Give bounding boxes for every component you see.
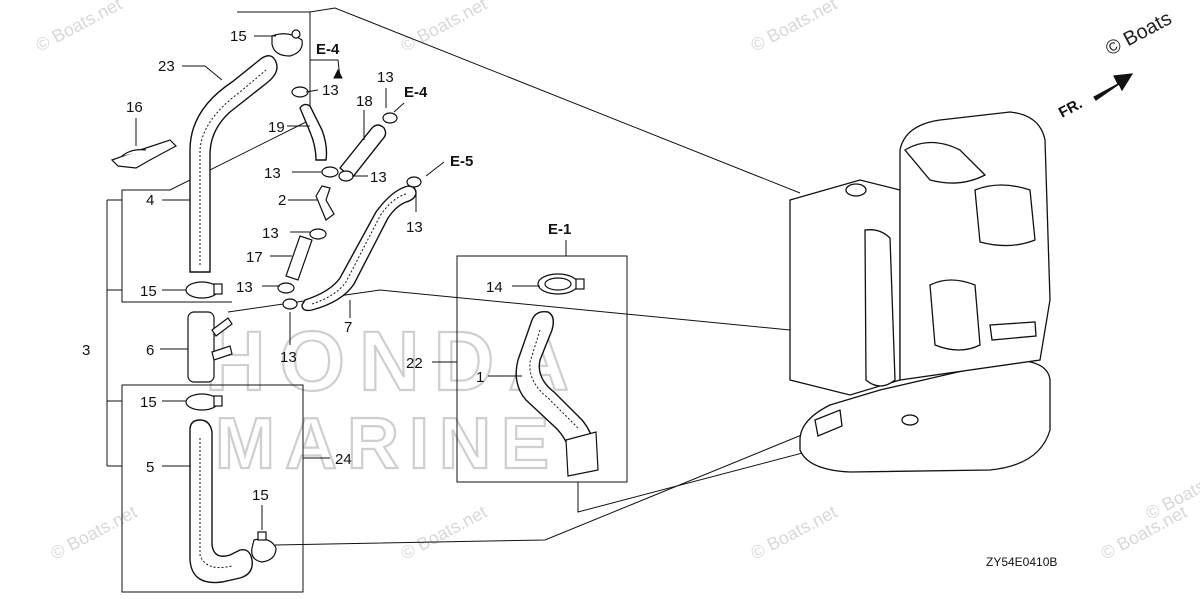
direction-label: FR.	[1056, 95, 1085, 121]
leader-lines	[135, 35, 567, 530]
watermark: © Boats.net	[747, 502, 840, 564]
engine-connector-lines	[227, 7, 891, 546]
watermark: © Boats.net	[1097, 502, 1190, 564]
label-15-top: 15	[230, 28, 247, 45]
label-15-mid: 15	[140, 283, 157, 300]
hose-24	[189, 419, 253, 584]
label-18: 18	[356, 93, 373, 110]
label-6: 6	[146, 342, 154, 359]
clamp-15-top	[271, 29, 303, 57]
ref-e5: E-5	[450, 153, 473, 170]
label-4: 4	[146, 192, 154, 209]
ref-e4-top: E-4	[316, 41, 340, 58]
part-labels: 23 15 16 4 15 3 6 15 5 24 15 19 18 13 13…	[82, 28, 503, 504]
watermark: © Boats.net	[47, 502, 140, 564]
drawing-code: ZY54E0410B	[986, 555, 1057, 569]
label-5: 5	[146, 459, 154, 476]
reference-labels: E-4 E-4 E-5 E-1	[316, 41, 571, 238]
label-13-g: 13	[236, 279, 253, 296]
front-direction-indicator: FR.	[1056, 73, 1134, 122]
brand-watermark-line1: HONDA	[205, 314, 583, 408]
label-16: 16	[126, 99, 143, 116]
label-13-c: 13	[264, 165, 281, 182]
label-22: 22	[406, 355, 423, 372]
hose-7	[301, 185, 417, 312]
clamps-13	[277, 86, 422, 310]
label-13-h: 13	[280, 349, 297, 366]
label-3: 3	[82, 342, 90, 359]
front-arrow-icon	[1093, 73, 1134, 101]
hose-19	[299, 103, 328, 161]
label-13-e: 13	[262, 225, 279, 242]
watermark: © Boats.net	[32, 0, 125, 56]
joint-2	[315, 185, 335, 221]
brand-watermark-line2: MARINE	[215, 404, 559, 484]
label-13-f: 13	[406, 219, 423, 236]
label-2: 2	[278, 192, 286, 209]
hose-18	[339, 124, 387, 179]
label-15-lower: 15	[140, 394, 157, 411]
label-1: 1	[476, 369, 484, 386]
label-15-bottom: 15	[252, 487, 269, 504]
clamp-14	[537, 273, 585, 295]
engine-assembly	[789, 111, 1051, 473]
watermark: © Boats.net	[747, 0, 840, 56]
ref-e1: E-1	[548, 221, 571, 238]
clamp-15-lower	[185, 393, 223, 411]
label-13-b: 13	[377, 69, 394, 86]
label-13-a: 13	[322, 82, 339, 99]
label-13-d: 13	[370, 169, 387, 186]
hose-1	[515, 310, 599, 477]
label-19: 19	[268, 119, 285, 136]
ref-e4-right: E-4	[404, 84, 428, 101]
hose-23	[189, 55, 278, 273]
brand-watermark: HONDA MARINE	[204, 313, 583, 485]
label-24: 24	[335, 451, 352, 468]
label-23: 23	[158, 58, 175, 75]
label-7: 7	[344, 319, 352, 336]
bracket-3	[106, 199, 122, 467]
joint-6	[187, 311, 233, 383]
bracket-16	[110, 139, 177, 169]
watermark: © Boats.net	[397, 502, 490, 564]
label-17: 17	[246, 249, 263, 266]
watermark-corner: © Boats	[1102, 7, 1175, 60]
label-14: 14	[486, 279, 503, 296]
tube-17	[285, 235, 313, 281]
clamp-15-mid	[185, 281, 223, 299]
clamp-15-bottom	[251, 531, 277, 563]
watermark: © Boats.net	[397, 0, 490, 56]
